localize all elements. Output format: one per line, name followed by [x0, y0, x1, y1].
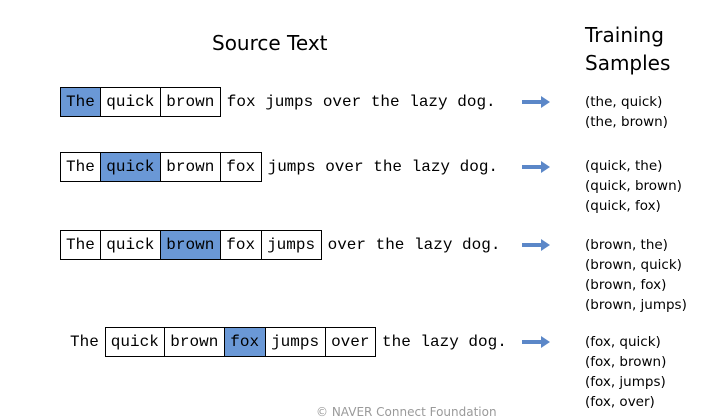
training-pair: (the, quick) — [585, 94, 663, 110]
training-pair: (fox, quick) — [585, 334, 661, 350]
context-word: quick — [100, 230, 161, 260]
center-word: brown — [160, 230, 221, 260]
training-pair: (quick, the) — [585, 158, 663, 174]
training-pair: (fox, jumps) — [585, 374, 666, 390]
training-pairs-4: (fox, quick) (fox, brown) (fox, jumps) (fox… — [585, 332, 666, 412]
right-arrow-icon — [522, 96, 550, 108]
plain-text: jumps over the lazy dog. — [267, 158, 499, 176]
right-arrow-icon — [522, 239, 550, 251]
context-word: brown — [160, 87, 221, 117]
context-word: The — [60, 230, 101, 260]
training-pair: (quick, brown) — [585, 178, 682, 194]
training-pair: (fox, brown) — [585, 354, 667, 370]
training-title-line1: Training — [585, 23, 664, 47]
context-word: jumps — [261, 230, 322, 260]
context-word: fox — [220, 230, 262, 260]
training-pair: (brown, the) — [585, 237, 668, 253]
center-word: fox — [224, 327, 266, 357]
plain-text: The — [70, 333, 99, 351]
context-word: fox — [220, 152, 262, 182]
training-pair: (the, brown) — [585, 114, 668, 130]
center-word: The — [60, 87, 101, 117]
plain-text: the lazy dog. — [382, 333, 507, 351]
training-pair: (brown, jumps) — [585, 297, 687, 313]
context-word: jumps — [265, 327, 326, 357]
context-word: The — [60, 152, 101, 182]
training-pairs-2: (quick, the) (quick, brown) (quick, fox) — [585, 156, 682, 216]
source-text-title: Source Text — [212, 31, 328, 55]
context-word: quick — [104, 327, 165, 357]
center-word: quick — [100, 152, 161, 182]
context-word: quick — [100, 87, 161, 117]
context-word: brown — [160, 152, 221, 182]
footer-credit: © NAVER Connect Foundation — [316, 405, 497, 419]
training-pairs-3: (brown, the) (brown, quick) (brown, fox) (b… — [585, 235, 687, 315]
right-arrow-icon — [522, 336, 550, 348]
plain-text: fox jumps over the lazy dog. — [226, 93, 496, 111]
training-pair: (brown, quick) — [585, 257, 682, 273]
plain-text: over the lazy dog. — [327, 236, 501, 254]
training-pair: (brown, fox) — [585, 277, 667, 293]
context-word: over — [325, 327, 376, 357]
training-pair: (fox, over) — [585, 394, 655, 410]
context-word: brown — [164, 327, 225, 357]
training-pair: (quick, fox) — [585, 198, 661, 214]
training-title-line2: Samples — [585, 51, 671, 75]
right-arrow-icon — [522, 161, 550, 173]
training-pairs-1: (the, quick) (the, brown) — [585, 92, 668, 132]
training-samples-title: Training Samples — [585, 21, 670, 77]
